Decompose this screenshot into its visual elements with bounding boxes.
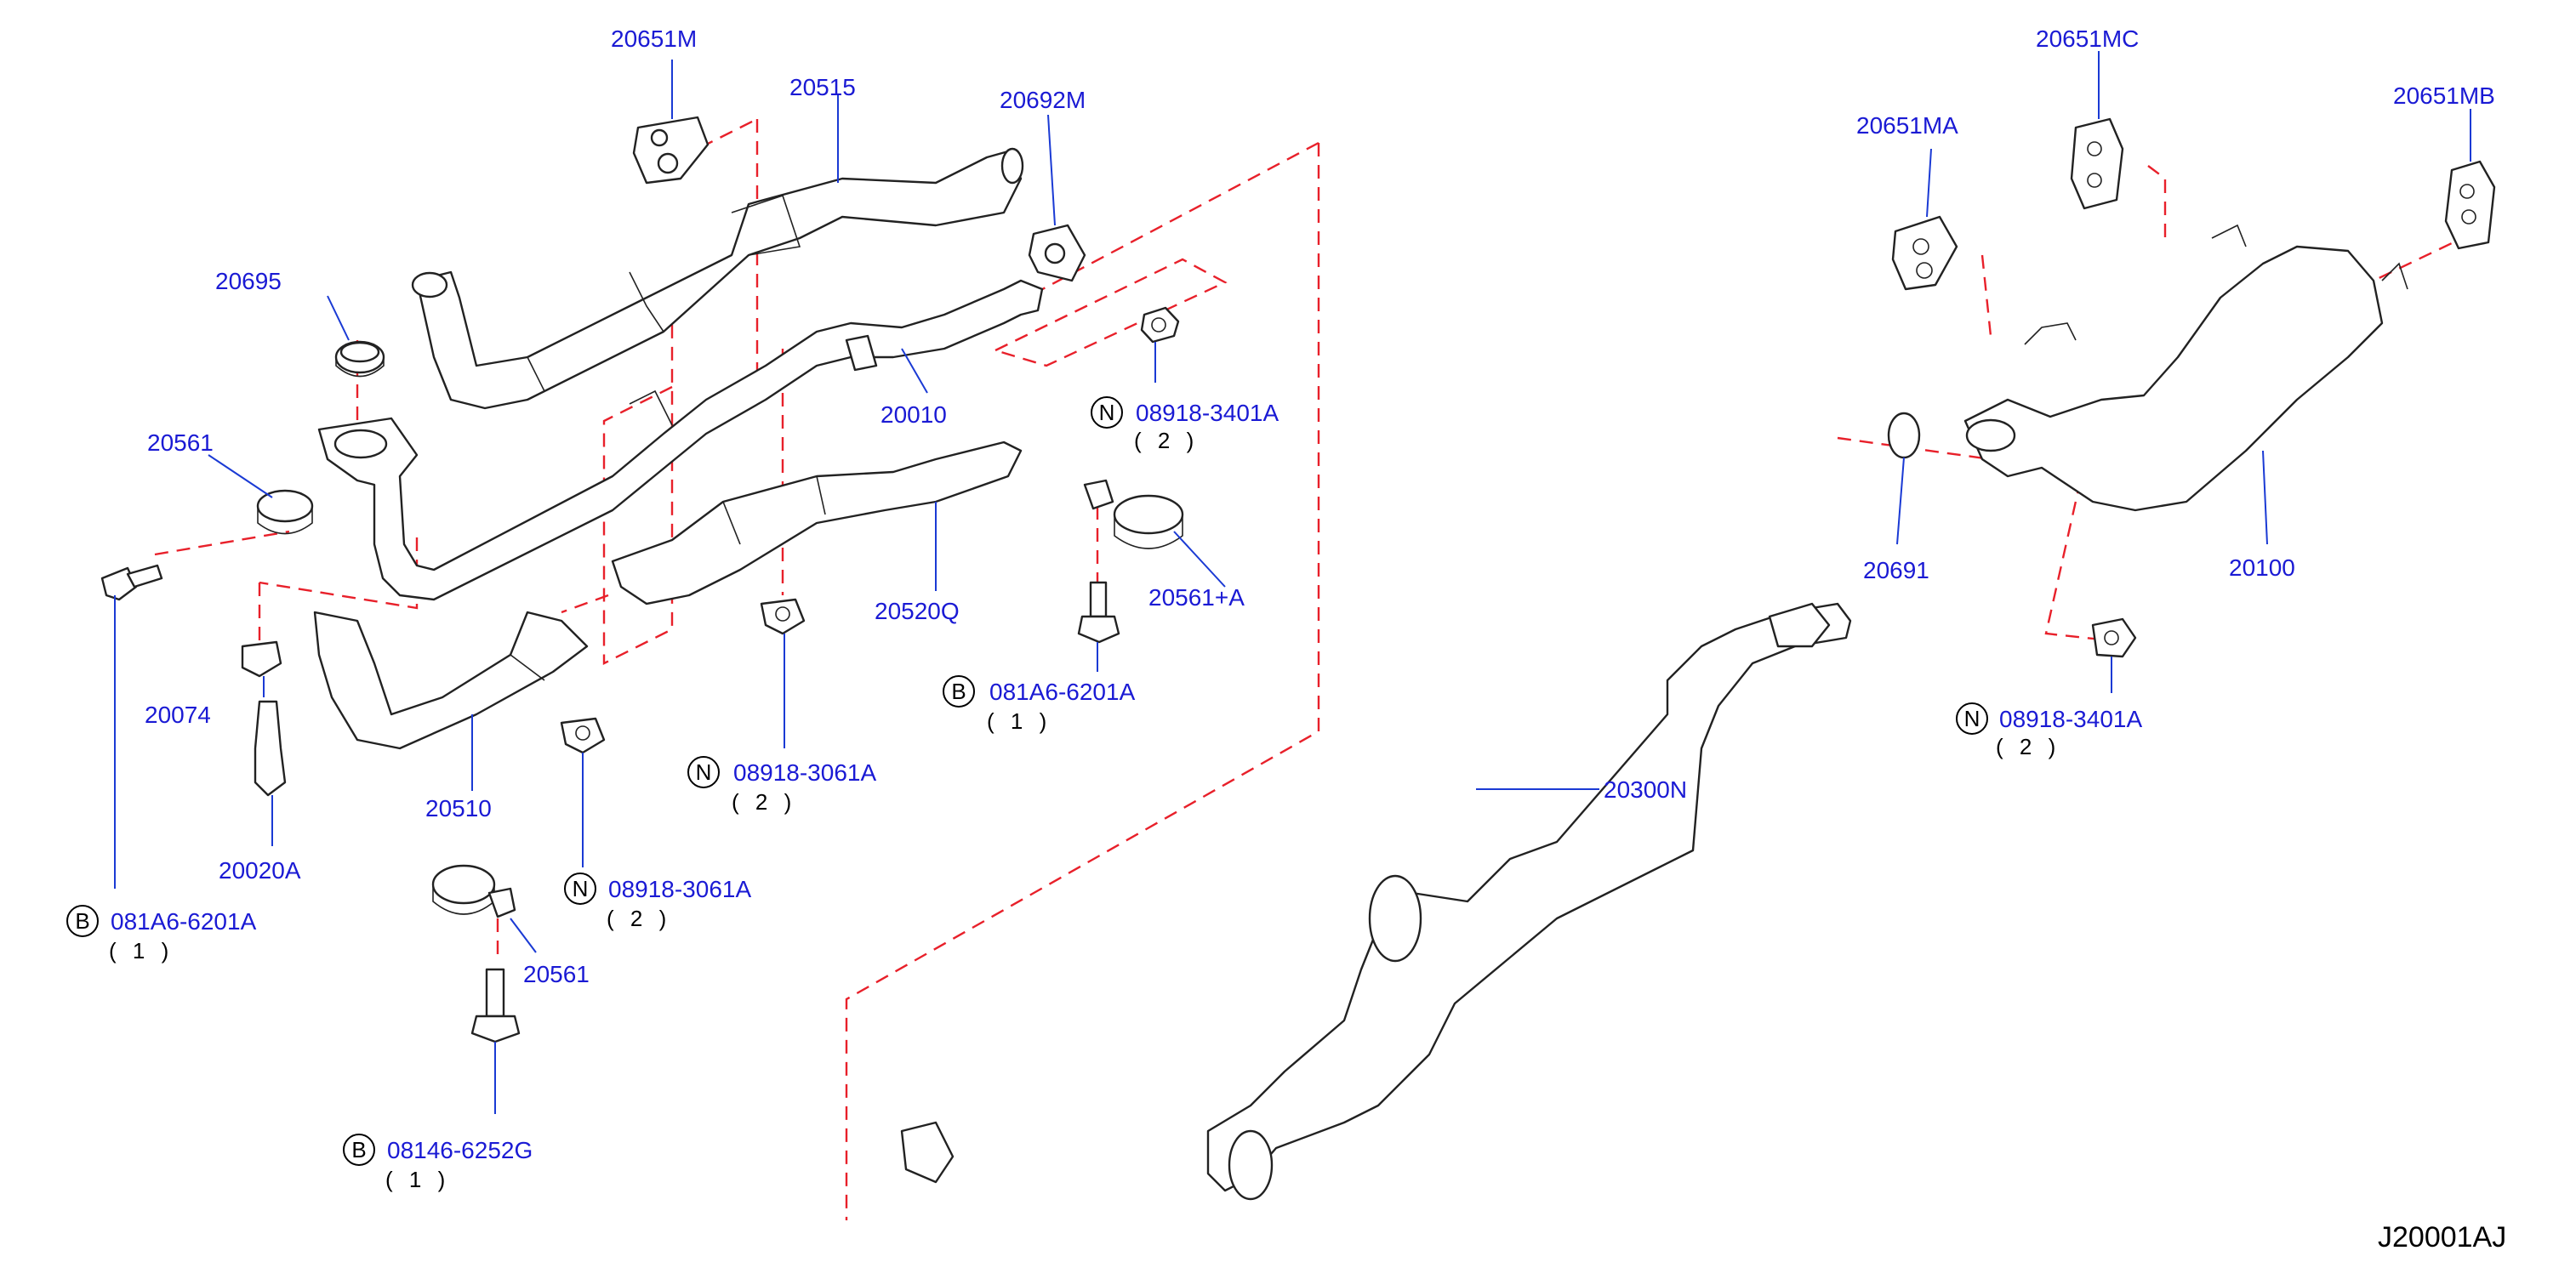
nut-08918-3401A-upper bbox=[1140, 306, 1180, 344]
part-label-08918-3401A-upper[interactable]: 08918-3401A bbox=[1136, 400, 1279, 426]
callout-08918-3401A-upper: N 08918-3401A ( 2 ) bbox=[1091, 396, 1279, 453]
badge-letter: B bbox=[75, 908, 89, 934]
seal-ring-20695 bbox=[334, 340, 385, 378]
front-tube-20515 bbox=[411, 147, 1024, 410]
leader-lines bbox=[114, 51, 2471, 1114]
badge-letter: N bbox=[696, 759, 712, 785]
part-label-20651M[interactable]: 20651M bbox=[611, 26, 697, 52]
heat-insulator-20520Q bbox=[611, 441, 1023, 605]
mount-rubber-20651MA bbox=[1891, 215, 1958, 291]
callout-08918-3401A-right: N 08918-3401A ( 2 ) bbox=[1956, 702, 2142, 759]
part-label-08918-3061A-b[interactable]: 08918-3061A bbox=[608, 876, 751, 902]
clamp-20561-A bbox=[1083, 479, 1184, 549]
part-label-20692M[interactable]: 20692M bbox=[1000, 87, 1086, 113]
part-label-20100[interactable]: 20100 bbox=[2229, 554, 2295, 581]
badge-letter: B bbox=[951, 679, 966, 704]
callout-081A6-6201A-left: B 081A6-6201A ( 1 ) bbox=[66, 905, 257, 964]
mount-rubber-20651MB bbox=[2444, 160, 2496, 250]
part-label-20651MA[interactable]: 20651MA bbox=[1856, 112, 1958, 139]
qty-label: ( 2 ) bbox=[1134, 428, 1199, 453]
nut-20074 bbox=[241, 640, 282, 678]
part-labels: 20651M 20515 20692M 20695 20561 20010 N … bbox=[66, 26, 2506, 1253]
bolt-081A6-6201A-left bbox=[100, 564, 163, 601]
part-label-20651MC[interactable]: 20651MC bbox=[2036, 26, 2139, 52]
qty-label: ( 2 ) bbox=[607, 906, 671, 931]
part-label-081A6-6201A-left[interactable]: 081A6-6201A bbox=[111, 908, 257, 935]
part-label-20510[interactable]: 20510 bbox=[425, 795, 492, 821]
part-label-08146-6252G[interactable]: 08146-6252G bbox=[387, 1137, 533, 1163]
part-label-20561-upper[interactable]: 20561 bbox=[147, 429, 214, 456]
badge-letter: B bbox=[351, 1137, 366, 1163]
part-label-20010[interactable]: 20010 bbox=[881, 401, 947, 428]
qty-label: ( 1 ) bbox=[987, 708, 1051, 734]
part-label-20300N[interactable]: 20300N bbox=[1604, 776, 1687, 803]
front-tube-20510 bbox=[313, 611, 589, 750]
callout-08146-6252G: B 08146-6252G ( 1 ) bbox=[343, 1134, 533, 1192]
callout-08918-3061A-b: N 08918-3061A ( 2 ) bbox=[564, 873, 751, 931]
part-label-20020A[interactable]: 20020A bbox=[219, 857, 301, 884]
oxygen-sensor-20020A bbox=[254, 700, 287, 797]
mount-rubber-20651MC bbox=[2070, 117, 2124, 210]
qty-label: ( 1 ) bbox=[109, 938, 174, 964]
gasket-ring-20691 bbox=[1887, 412, 1921, 459]
qty-label: ( 2 ) bbox=[1996, 734, 2060, 759]
part-label-08918-3401A-right[interactable]: 08918-3401A bbox=[1999, 706, 2142, 732]
mount-rubber-20651M bbox=[632, 116, 710, 185]
qty-label: ( 2 ) bbox=[732, 789, 796, 815]
bolt-081A6-6201A-middle bbox=[1077, 581, 1120, 644]
part-label-081A6-6201A-middle[interactable]: 081A6-6201A bbox=[989, 679, 1136, 705]
badge-letter: N bbox=[1964, 706, 1980, 731]
part-label-20561-A[interactable]: 20561+A bbox=[1148, 584, 1245, 611]
main-muffler-20100 bbox=[1963, 224, 2408, 512]
badge-letter: N bbox=[1099, 400, 1115, 425]
nut-08918-3401A-right bbox=[2091, 617, 2137, 658]
part-label-20651MB[interactable]: 20651MB bbox=[2393, 82, 2495, 109]
gasket-20692M bbox=[1028, 224, 1086, 282]
diagram-code: J20001AJ bbox=[2378, 1221, 2506, 1253]
clamp-20561-lower bbox=[431, 864, 516, 918]
nut-08918-3061A-a bbox=[760, 598, 806, 635]
part-label-20515[interactable]: 20515 bbox=[789, 74, 856, 100]
part-label-20695[interactable]: 20695 bbox=[215, 268, 282, 294]
part-label-20561-lower[interactable]: 20561 bbox=[523, 961, 590, 987]
part-label-20520Q[interactable]: 20520Q bbox=[875, 598, 960, 624]
callout-08918-3061A-a: N 08918-3061A ( 2 ) bbox=[687, 756, 876, 815]
badge-letter: N bbox=[573, 876, 589, 901]
part-label-20691[interactable]: 20691 bbox=[1863, 557, 1929, 583]
clamp-20561-upper bbox=[256, 489, 314, 535]
qty-label: ( 1 ) bbox=[385, 1167, 450, 1192]
part-label-20074[interactable]: 20074 bbox=[145, 702, 211, 728]
callout-081A6-6201A-middle: B 081A6-6201A ( 1 ) bbox=[943, 675, 1136, 734]
bolt-08146-6252G bbox=[470, 968, 521, 1043]
center-pipe-20010 bbox=[317, 279, 1044, 601]
nut-08918-3061A-b bbox=[560, 717, 606, 754]
part-label-08918-3061A-a[interactable]: 08918-3061A bbox=[733, 759, 876, 786]
center-muffler-20300N bbox=[900, 602, 1852, 1201]
